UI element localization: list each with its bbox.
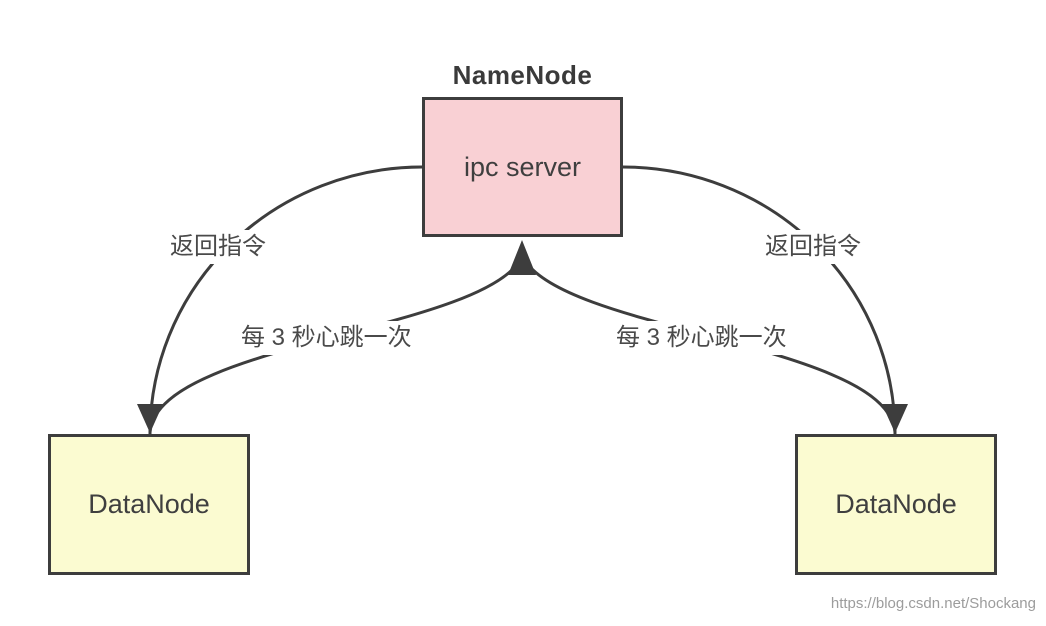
node-datanode-right-label: DataNode bbox=[835, 489, 957, 519]
node-ipc-server-label: ipc server bbox=[463, 151, 582, 182]
edge-label-return-right: 返回指令 bbox=[760, 230, 866, 264]
node-datanode-left-label: DataNode bbox=[88, 489, 210, 519]
namenode-title: NameNode bbox=[452, 60, 593, 90]
edge-label-return-left: 返回指令 bbox=[165, 230, 271, 264]
arrowhead-ipc-bottom bbox=[508, 240, 536, 275]
node-datanode-left: DataNode bbox=[48, 434, 250, 575]
node-datanode-right: DataNode bbox=[795, 434, 997, 575]
watermark-url: https://blog.csdn.net/Shockang bbox=[830, 595, 1036, 612]
node-ipc-server: ipc server bbox=[422, 97, 623, 237]
edge-label-heartbeat-left: 每 3 秒心跳一次 bbox=[236, 321, 417, 355]
arrowhead-datanode-right bbox=[882, 404, 908, 433]
edge-return-right bbox=[621, 165, 897, 436]
arrowhead-datanode-left bbox=[137, 404, 163, 433]
edge-label-heartbeat-right: 每 3 秒心跳一次 bbox=[611, 321, 792, 355]
edge-return-left bbox=[148, 165, 424, 436]
